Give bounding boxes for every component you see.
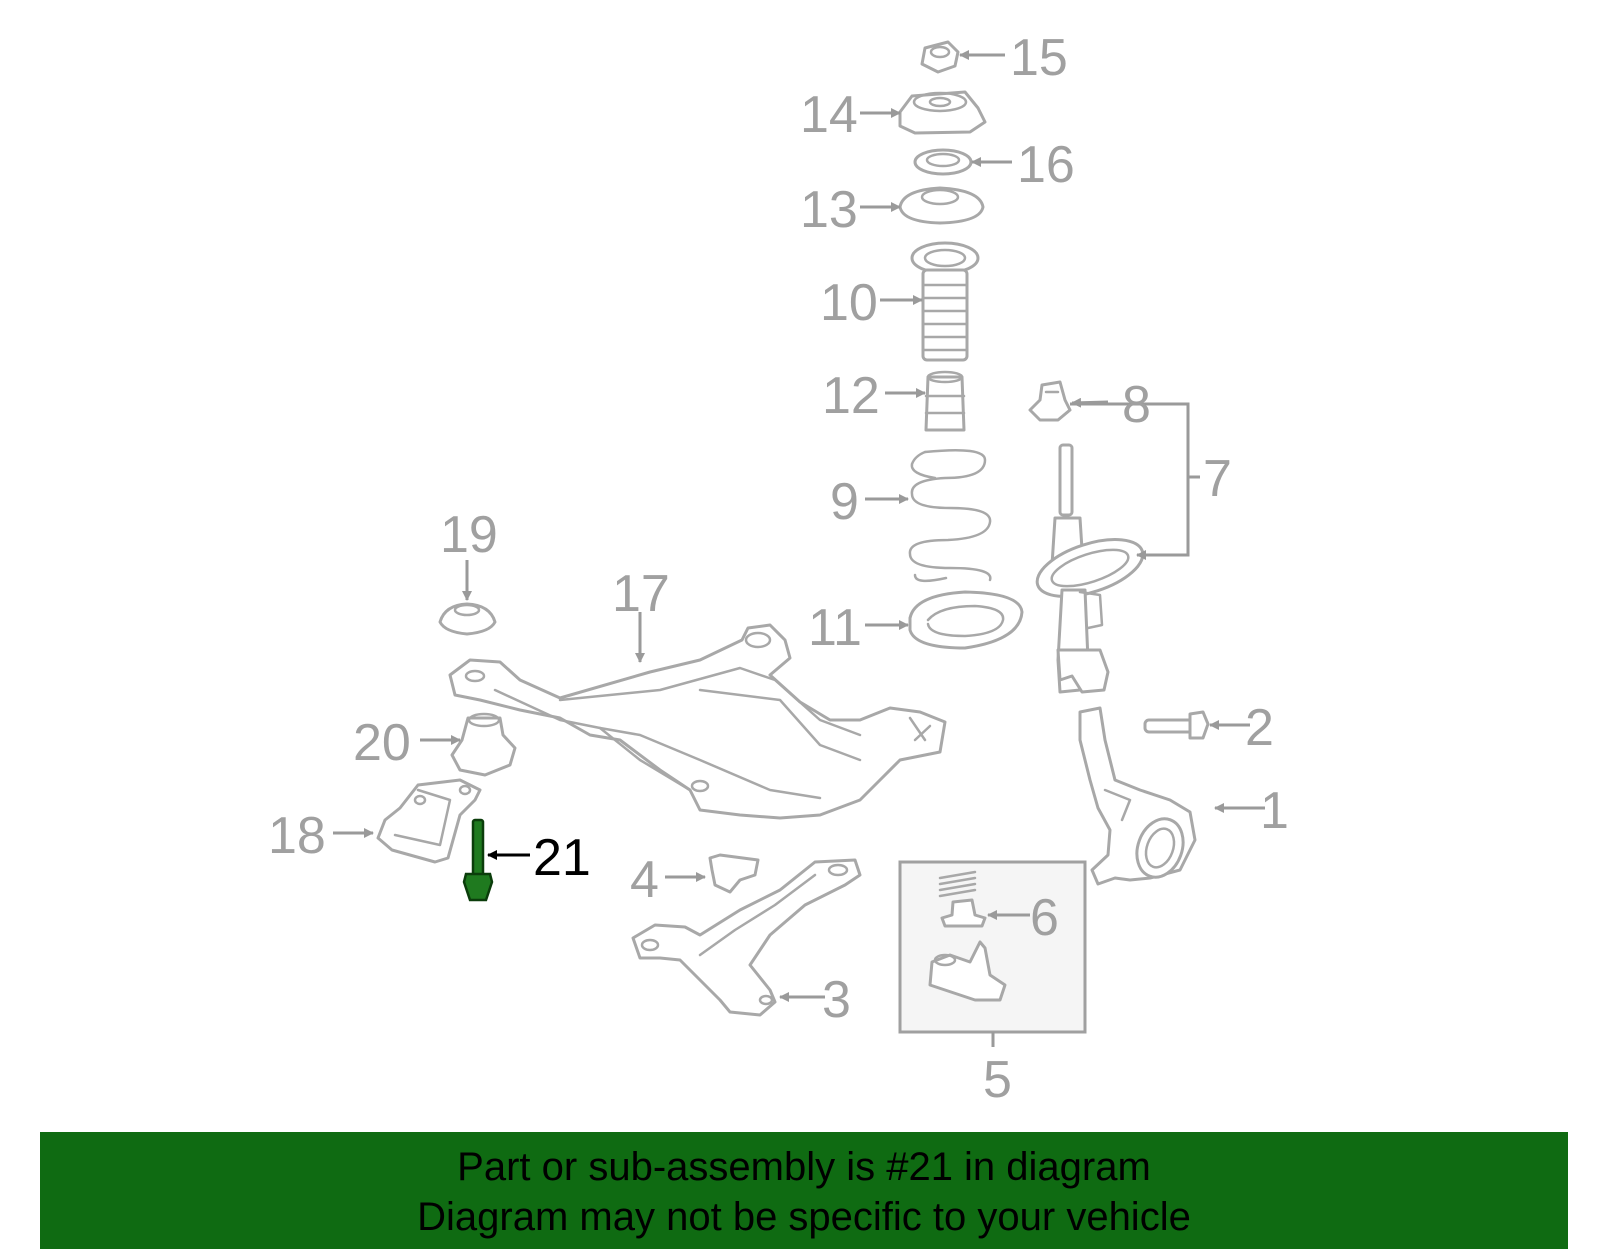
part-7-strut-assembly[interactable]: 8 7 [1030,376,1232,694]
part-9-coil-spring[interactable]: 9 [830,448,992,583]
part-17-crossmember[interactable]: 17 [448,565,947,820]
label-20: 20 [353,714,411,772]
part-11-spring-insulator[interactable]: 11 [808,590,1024,657]
label-10: 10 [820,274,878,332]
part-18-bracket[interactable]: 18 [268,778,482,865]
label-4: 4 [630,851,659,909]
label-7: 7 [1203,450,1232,508]
banner-line-disclaimer: Diagram may not be specific to your vehi… [417,1195,1191,1239]
label-9: 9 [830,473,859,531]
label-14: 14 [800,86,858,144]
label-3: 3 [822,971,851,1029]
label-5: 5 [983,1051,1012,1109]
part-8-strut-cap[interactable] [1028,380,1072,422]
part-15-nut[interactable]: 15 [920,29,1068,87]
banner-line-part-number: Part or sub-assembly is #21 in diagram [457,1145,1151,1189]
part-19-insulator[interactable]: 19 [438,506,498,636]
label-18: 18 [268,807,326,865]
label-1: 1 [1260,782,1289,840]
label-16: 16 [1017,136,1075,194]
part-14-strut-mount[interactable]: 14 [800,86,987,144]
label-19: 19 [440,506,498,564]
label-6: 6 [1030,889,1059,947]
part-12-bump-stop[interactable]: 12 [822,367,966,432]
label-21: 21 [533,829,591,887]
part-4-stopper[interactable]: 4 [630,851,760,909]
part-1-steering-knuckle[interactable]: 1 [1078,706,1289,886]
part-2-cam-bolt[interactable]: 2 [1143,699,1274,757]
label-15: 15 [1010,29,1068,87]
info-banner: Part or sub-assembly is #21 in diagram D… [40,1132,1568,1249]
part-5-ball-joint-kit[interactable]: 6 5 [898,860,1087,1109]
label-17: 17 [612,565,670,623]
part-20-bushing[interactable]: 20 [353,712,517,777]
part-3-lower-control-arm[interactable]: 3 [631,858,862,1029]
part-13-spring-seat[interactable]: 13 [800,181,985,239]
part-16-bearing[interactable]: 16 [913,136,1075,194]
label-8: 8 [1122,376,1151,434]
label-13: 13 [800,181,858,239]
part-21-bolt[interactable]: 21 [462,818,591,902]
part-10-dust-boot[interactable]: 10 [820,241,980,362]
label-12: 12 [822,367,880,425]
label-2: 2 [1245,699,1274,757]
label-11: 11 [808,599,862,657]
